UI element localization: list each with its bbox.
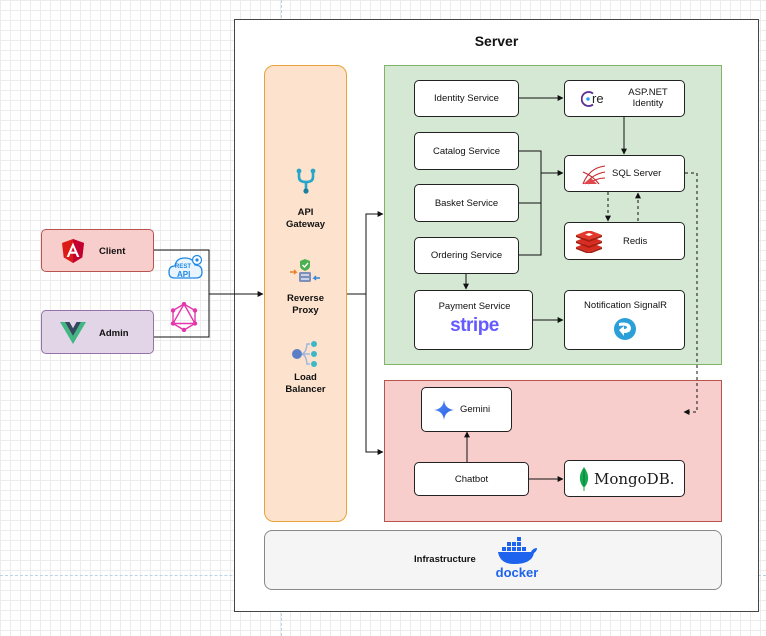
rest-badge-bottom: API xyxy=(177,270,191,279)
payment-service-label: Payment Service xyxy=(438,301,511,312)
angular-icon xyxy=(62,239,84,263)
chatbot-label: Chatbot xyxy=(454,473,489,485)
identity-service-label: Identity Service xyxy=(434,93,499,104)
api-gateway-icon xyxy=(296,168,316,194)
edge-admin-gateway xyxy=(154,294,210,338)
graphql-icon xyxy=(170,302,198,332)
redis-node[interactable]: Redis xyxy=(564,222,685,260)
load-balancer-label: Load Balancer xyxy=(285,372,326,395)
edge-catalog-sql xyxy=(519,150,542,173)
mongodb-label: MongoDB. xyxy=(594,470,675,488)
catalog-service-label: Catalog Service xyxy=(432,145,501,157)
notification-signalr-label: Notification SignalR xyxy=(584,300,667,311)
admin-label: Admin xyxy=(99,328,129,339)
ordering-service-label: Ordering Service xyxy=(430,250,503,261)
reverse-proxy-label: Reverse Proxy xyxy=(287,293,324,316)
redis-label: Redis xyxy=(623,236,648,247)
vue-icon xyxy=(60,322,86,344)
sql-server-icon xyxy=(582,165,606,185)
gemini-label: Gemini xyxy=(460,404,491,415)
rest-badge-top: REST xyxy=(175,264,192,270)
mongodb-node[interactable]: MongoDB. xyxy=(564,460,685,497)
aspnet-identity-label: ASP.NET Identity xyxy=(628,87,668,109)
api-gateway-label: API Gateway xyxy=(285,207,326,230)
gateway-panel xyxy=(264,65,347,522)
mongodb-icon xyxy=(579,467,589,491)
catalog-service-node[interactable]: Catalog Service xyxy=(414,132,519,170)
docker-logo: docker xyxy=(488,537,546,583)
rest-api-icon: REST API xyxy=(168,252,204,282)
signalr-icon xyxy=(614,318,636,340)
client-label: Client xyxy=(99,246,126,257)
edge-sql-ai xyxy=(683,172,698,415)
gemini-node[interactable]: Gemini xyxy=(421,387,512,432)
server-title: Server xyxy=(474,33,519,49)
load-balancer-icon xyxy=(292,341,317,367)
payment-service-node[interactable]: Payment Service stripe xyxy=(414,290,533,350)
admin-node[interactable]: Admin xyxy=(41,310,154,354)
sql-server-label: SQL Server xyxy=(612,168,662,179)
edge-client-gateway xyxy=(154,249,210,294)
docker-text: docker xyxy=(495,565,539,580)
stripe-logo: stripe xyxy=(450,315,499,336)
edge-basket-sql xyxy=(519,173,542,204)
infrastructure-label: Infrastructure xyxy=(414,554,476,565)
redis-icon xyxy=(576,231,602,253)
reverse-proxy-icon xyxy=(290,259,320,282)
aspnet-logo-text: re xyxy=(592,91,604,106)
chatbot-node[interactable]: Chatbot xyxy=(414,462,529,496)
infrastructure-panel xyxy=(264,530,722,590)
edge-ordering-sql xyxy=(519,173,542,256)
aspnet-identity-node[interactable]: re ASP.NET Identity xyxy=(564,80,685,117)
basket-service-label: Basket Service xyxy=(434,197,499,209)
docker-icon xyxy=(498,537,537,564)
ordering-service-node[interactable]: Ordering Service xyxy=(414,237,519,274)
gemini-icon xyxy=(434,400,454,420)
dotnet-core-icon: re xyxy=(581,89,604,109)
edge-gateway-services xyxy=(365,211,384,294)
edge-gateway-ai xyxy=(365,294,384,455)
identity-service-node[interactable]: Identity Service xyxy=(414,80,519,117)
basket-service-node[interactable]: Basket Service xyxy=(414,184,519,222)
client-node[interactable]: Client xyxy=(41,229,154,272)
notification-signalr-node[interactable]: Notification SignalR xyxy=(564,290,685,350)
sql-server-node[interactable]: SQL Server xyxy=(564,155,685,192)
